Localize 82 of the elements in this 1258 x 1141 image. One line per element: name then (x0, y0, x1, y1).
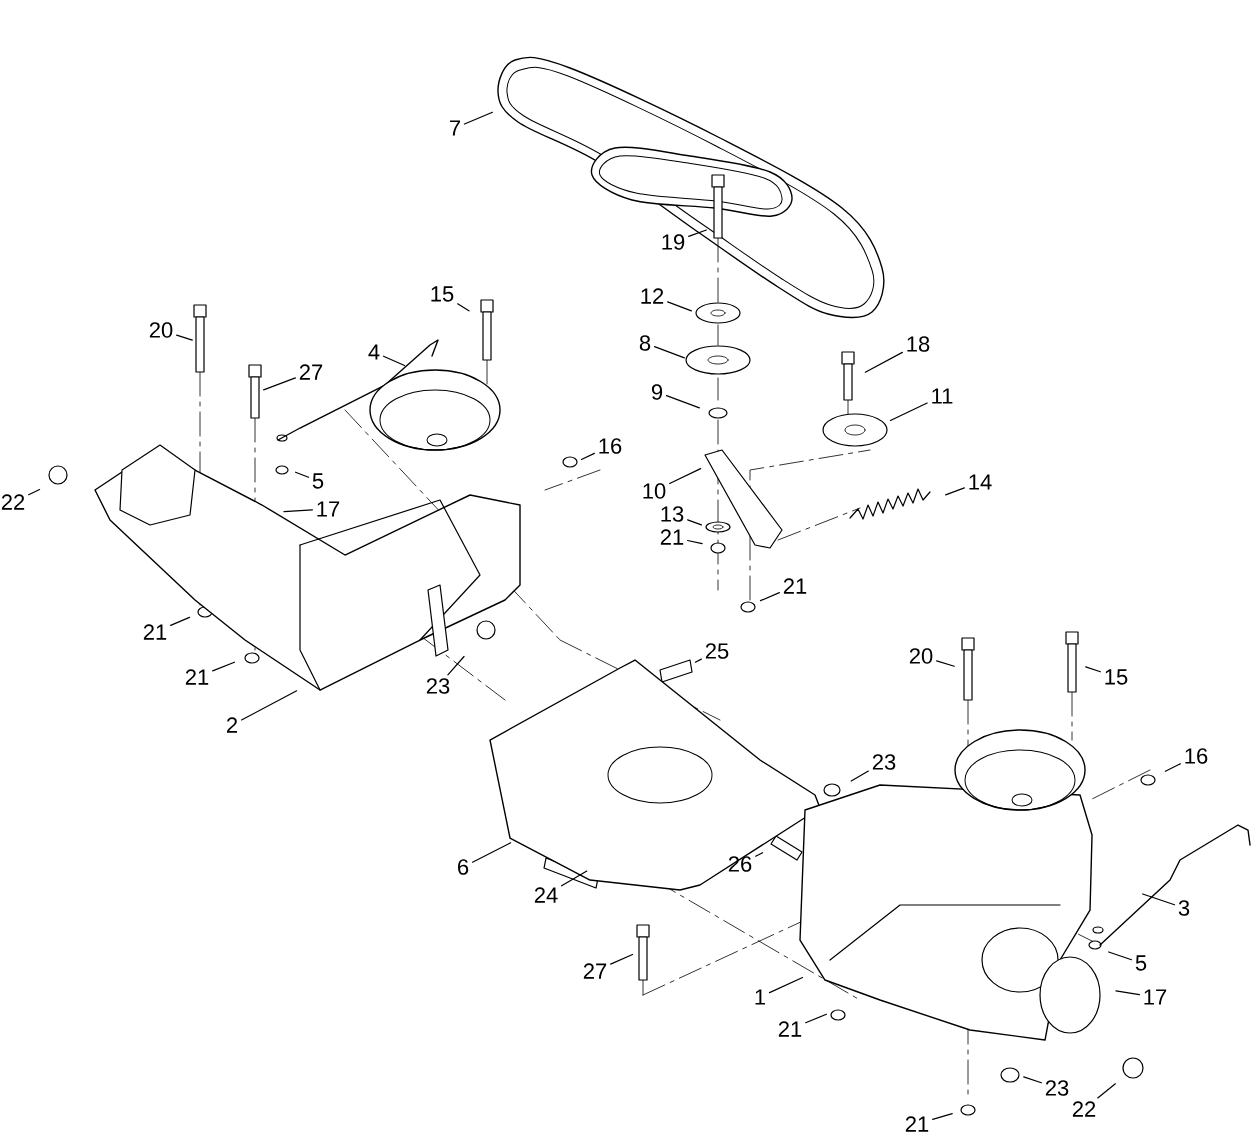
callout-number: 26 (728, 856, 752, 872)
callout-number: 6 (458, 859, 469, 875)
leader-line (263, 377, 296, 391)
callout-number: 17 (317, 501, 340, 517)
leader-line (768, 976, 804, 994)
leader-line (170, 616, 191, 626)
leader-line (1164, 763, 1181, 772)
callout-number: 3 (1178, 900, 1190, 916)
callout-number: 7 (450, 120, 460, 136)
leader-line (755, 852, 764, 857)
leader-line (687, 519, 702, 526)
leader-line (653, 346, 685, 359)
callout-number: 1 (755, 989, 766, 1005)
leader-line (382, 355, 406, 367)
leader-line (447, 655, 465, 676)
callout-number: 22 (1072, 1101, 1096, 1117)
callout-number: 27 (299, 364, 323, 380)
leader-line (687, 539, 703, 545)
leader-line (1115, 990, 1140, 996)
callout-number: 21 (185, 669, 209, 685)
callout-number: 8 (639, 335, 651, 351)
callout-number: 25 (705, 643, 729, 659)
leader-line (457, 303, 470, 312)
callout-number: 15 (1105, 669, 1128, 685)
callout-number: 17 (1144, 989, 1167, 1005)
callout-number: 21 (660, 529, 684, 545)
callout-number: 27 (583, 963, 607, 979)
callout-number: 19 (662, 234, 685, 250)
callout-number: 21 (905, 1116, 929, 1132)
leader-line (580, 452, 595, 461)
leader-line (936, 660, 955, 667)
leader-line (463, 111, 494, 125)
leader-line (176, 334, 193, 341)
leader-line (688, 229, 707, 237)
callout-number: 4 (368, 344, 380, 360)
leader-line (945, 487, 965, 496)
leader-line (665, 394, 700, 409)
callout-number: 18 (907, 336, 930, 352)
callout-number: 20 (149, 322, 173, 338)
callout-number: 22 (1, 494, 25, 510)
leader-line (1023, 1076, 1042, 1084)
leader-line (805, 1013, 828, 1024)
leader-line (1142, 893, 1176, 906)
leader-line (1097, 1083, 1116, 1099)
leader-line (669, 468, 702, 485)
callout-number: 15 (431, 286, 454, 302)
callout-number: 21 (778, 1021, 802, 1037)
callout-number: 14 (969, 474, 992, 490)
callout-number: 23 (1045, 1080, 1069, 1096)
callout-number: 24 (534, 887, 558, 903)
leader-line (759, 592, 780, 602)
callout-number: 23 (426, 678, 450, 694)
leader-line (667, 301, 692, 312)
callout-number: 12 (641, 288, 664, 304)
leader-line (283, 509, 313, 513)
callout-number: 10 (643, 483, 666, 499)
callout-number: 5 (1135, 955, 1147, 971)
callout-number: 23 (872, 754, 896, 770)
leader-line (1108, 951, 1133, 961)
leader-line (240, 690, 298, 721)
leader-line (694, 658, 702, 663)
leader-line (561, 870, 588, 887)
leader-line (864, 351, 903, 373)
callout-number: 16 (1185, 748, 1208, 764)
callout-number: 21 (143, 624, 167, 640)
callout-number: 5 (312, 473, 324, 489)
leader-line (471, 842, 512, 863)
leader-line (1085, 666, 1101, 673)
leader-line (932, 1113, 953, 1121)
callout-number: 16 (599, 438, 622, 454)
callout-number: 21 (783, 578, 807, 594)
leader-line (295, 471, 310, 478)
callout-number: 9 (651, 384, 663, 400)
leader-line (850, 770, 869, 782)
callout-number: 13 (661, 506, 684, 522)
callout-number: 2 (227, 717, 237, 733)
leader-line (610, 953, 634, 965)
callout-number: 11 (932, 388, 953, 404)
leader-line (889, 402, 928, 422)
leader-line (212, 661, 235, 672)
callout-number: 20 (909, 648, 933, 664)
leader-line (28, 488, 41, 496)
